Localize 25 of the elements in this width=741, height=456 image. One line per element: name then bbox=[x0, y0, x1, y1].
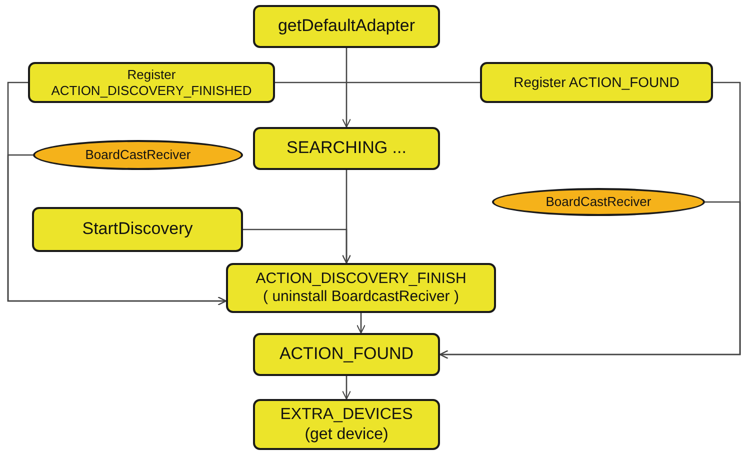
connector-arrow bbox=[342, 376, 352, 400]
node-label: ACTION_FOUND bbox=[279, 344, 414, 365]
process-box bbox=[253, 333, 440, 376]
process-box bbox=[226, 263, 496, 313]
process-box bbox=[253, 5, 440, 48]
node-label: StartDiscovery bbox=[82, 219, 193, 240]
connector-arrow bbox=[356, 313, 366, 334]
process-box bbox=[253, 399, 440, 450]
connector-arrow bbox=[243, 228, 352, 264]
node-label: ACTION_DISCOVERY_FINISH bbox=[256, 270, 466, 288]
node-label: BoardCastReciver bbox=[546, 194, 652, 210]
process-box bbox=[480, 62, 713, 103]
node-label: EXTRA_DEVICES (get device) bbox=[279, 405, 414, 444]
connector-arrow bbox=[439, 201, 741, 360]
node-label: SEARCHING ... bbox=[286, 138, 406, 159]
connector-arrow bbox=[342, 48, 352, 128]
node-label: BoardCastReciver bbox=[85, 147, 191, 163]
process-box bbox=[32, 207, 243, 252]
connector-arrow bbox=[7, 154, 227, 306]
process-box bbox=[28, 62, 275, 103]
node-label: ( uninstall BoardcastReciver ) bbox=[263, 288, 459, 306]
node-label: getDefaultAdapter bbox=[278, 16, 416, 37]
node-label: Register ACTION_DISCOVERY_FINISHED bbox=[50, 66, 253, 98]
process-box bbox=[253, 127, 440, 170]
node-label: Register ACTION_FOUND bbox=[514, 74, 680, 91]
